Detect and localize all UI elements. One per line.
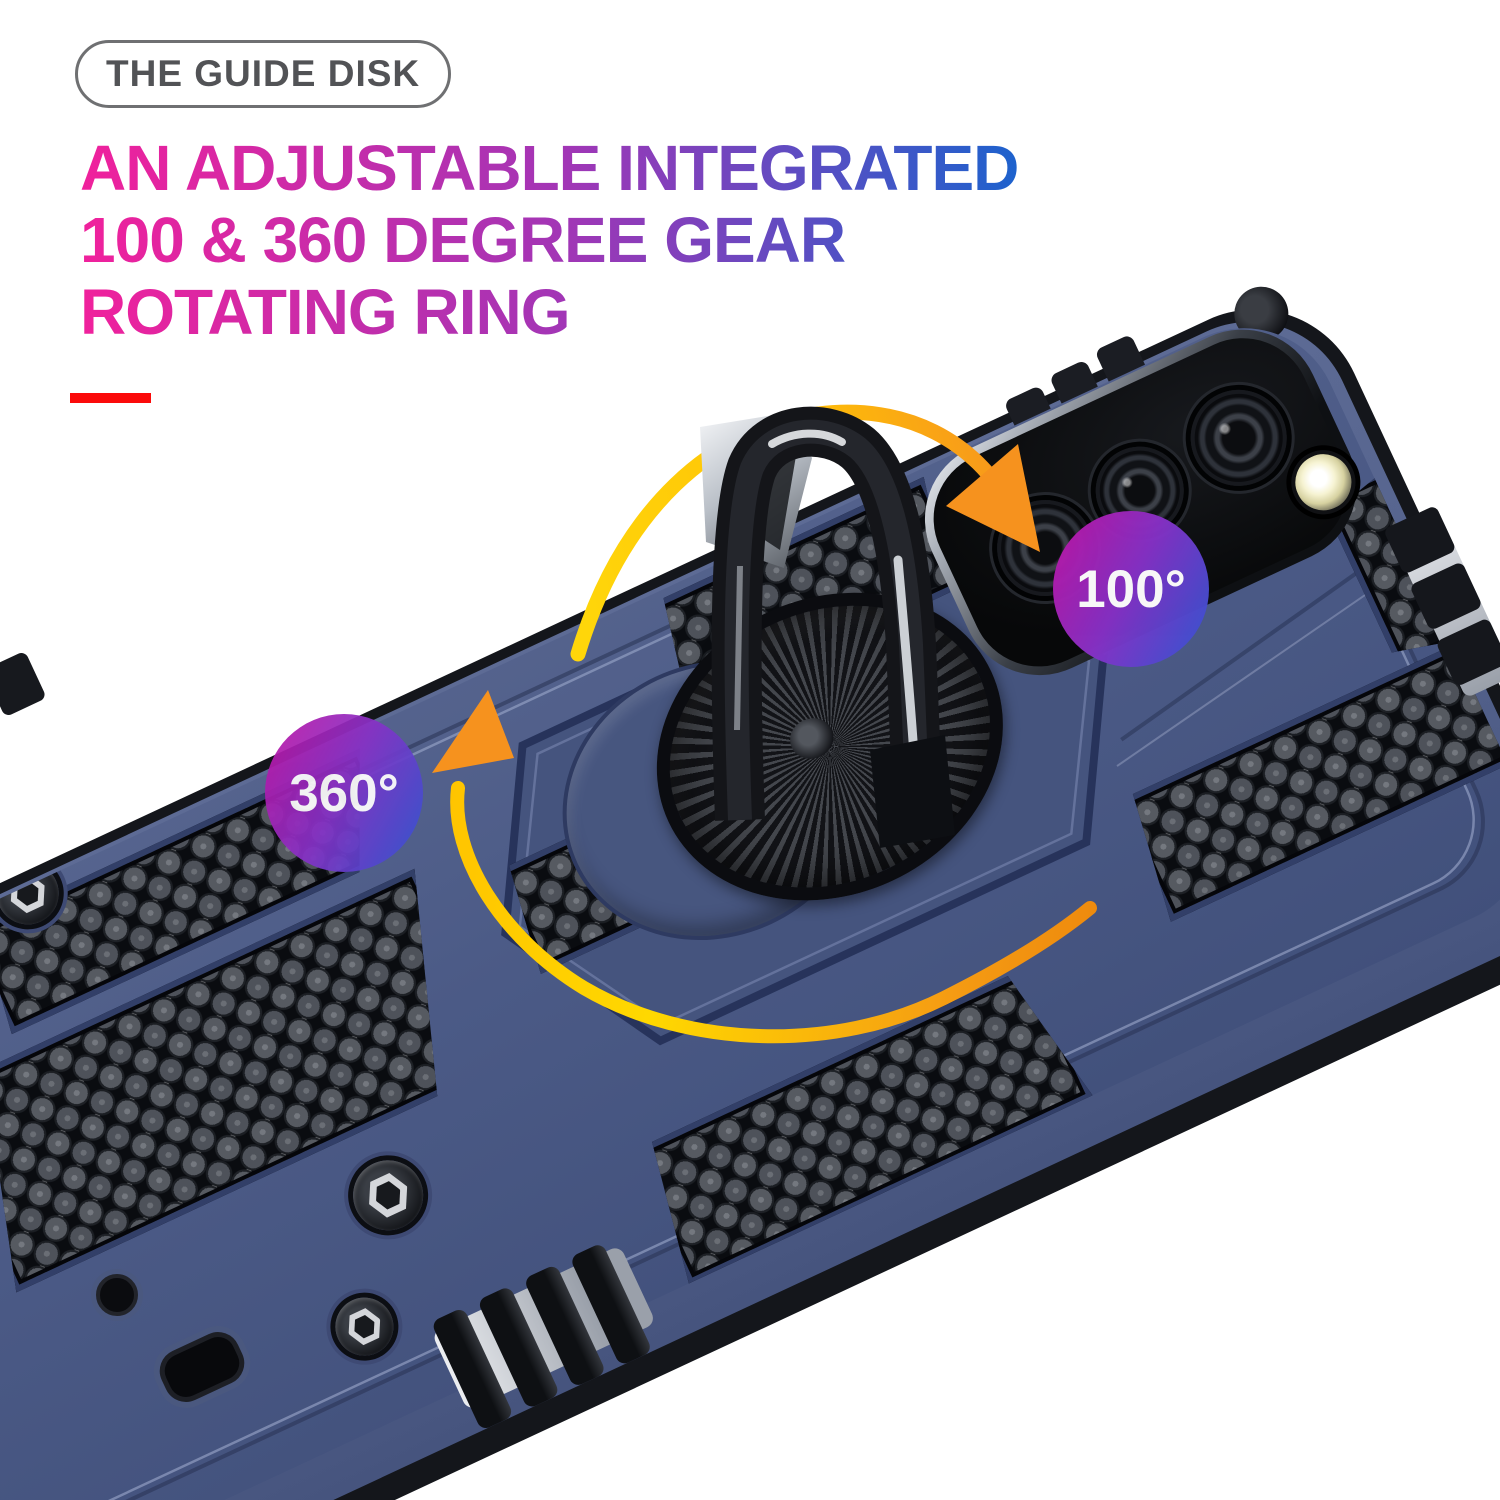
badge-100-label: 100°	[1076, 559, 1186, 619]
guide-disk-tag: THE GUIDE DISK	[75, 40, 452, 108]
headline-line-1: AN ADJUSTABLE INTEGRATED	[80, 132, 1019, 204]
volume-button-tab	[0, 650, 47, 718]
guide-disk-tag-label: THE GUIDE DISK	[106, 53, 421, 94]
badge-360-label: 360°	[289, 763, 399, 823]
headphone-jack-hole	[96, 1274, 138, 1316]
headline-line-2: 100 & 360 DEGREE GEAR	[80, 204, 846, 276]
badge-100: 100°	[1053, 511, 1209, 667]
headline-underline	[70, 393, 151, 403]
headline-line-3: ROTATING RING	[80, 276, 570, 348]
badge-360: 360°	[265, 714, 423, 872]
ring-highlight-apex	[768, 429, 846, 448]
headline: AN ADJUSTABLE INTEGRATED 100 & 360 DEGRE…	[80, 132, 1018, 348]
phone-case	[0, 273, 1500, 1500]
